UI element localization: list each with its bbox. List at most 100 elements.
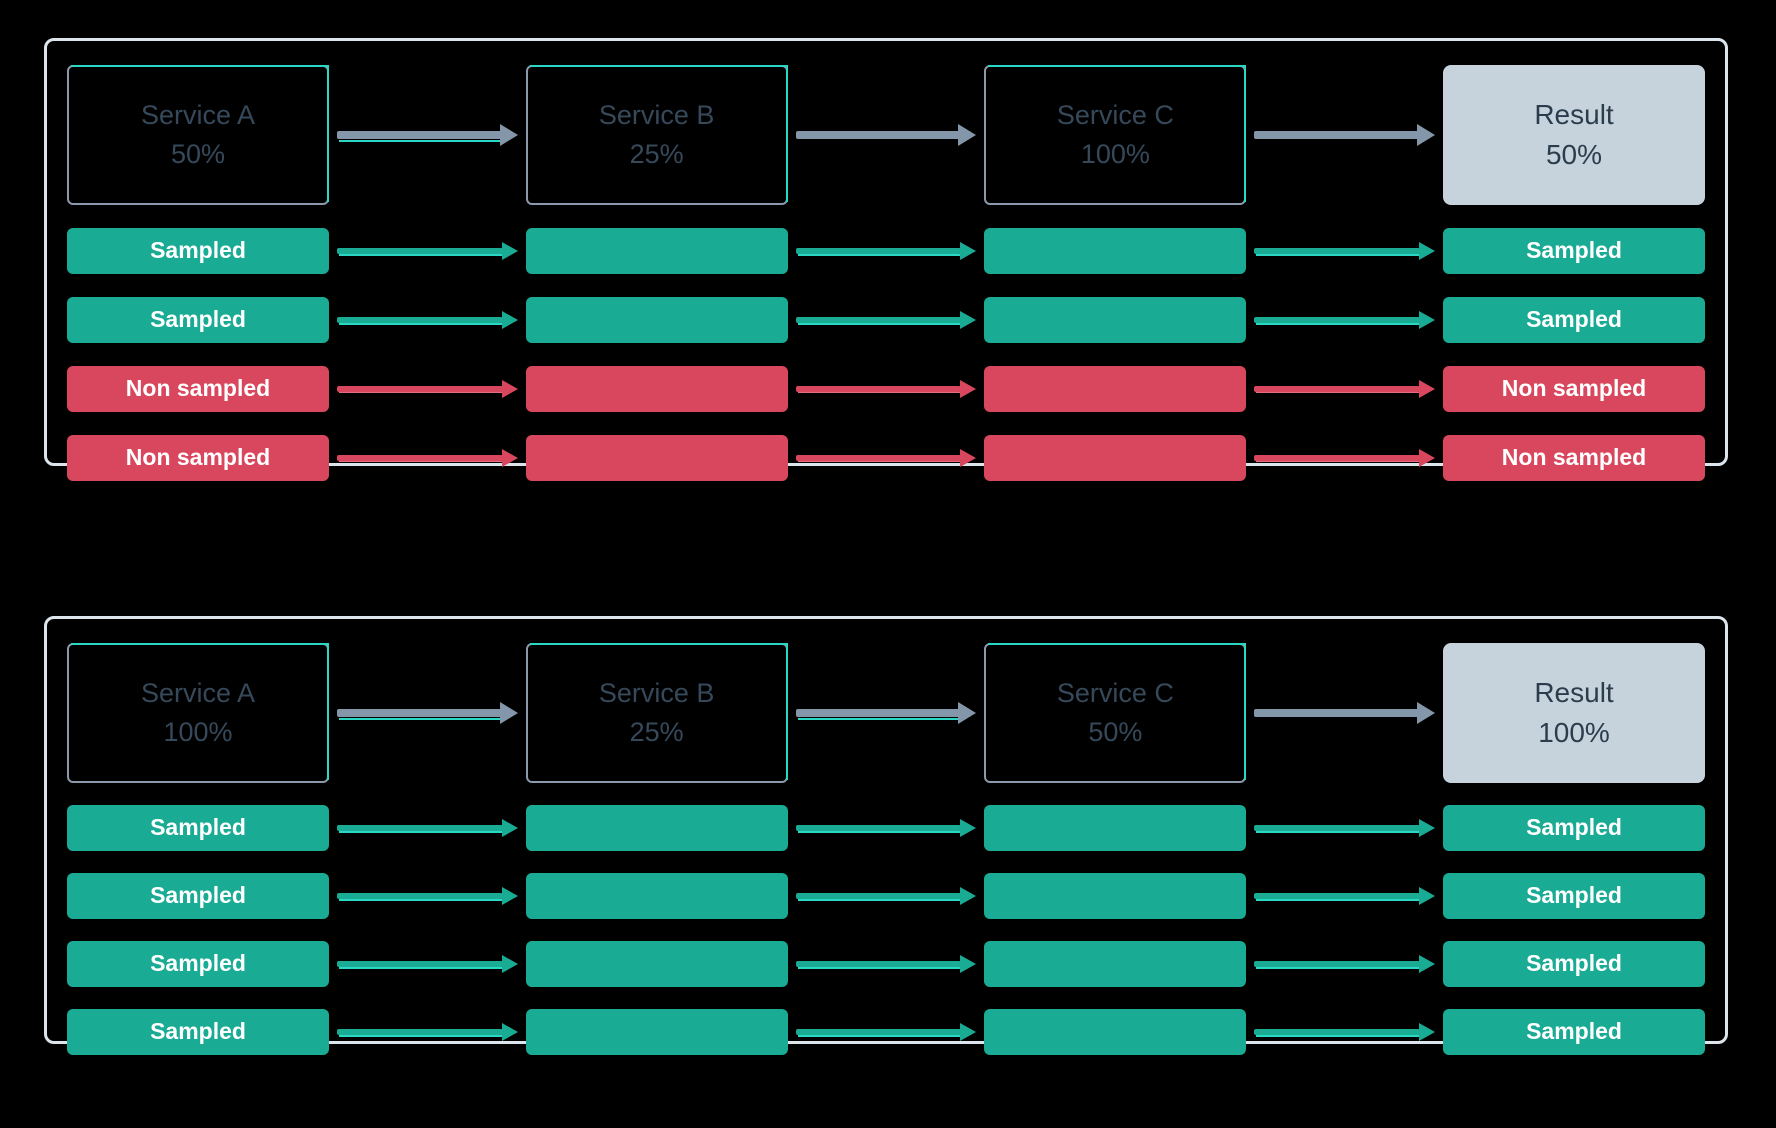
flow-cell-c (984, 872, 1247, 919)
status-bar[interactable]: Sampled (1443, 1008, 1706, 1055)
status-bar[interactable] (984, 296, 1247, 343)
result-sample-rate: 50% (1545, 138, 1603, 170)
flow-arrow (337, 379, 518, 398)
arrow-head-icon (1417, 701, 1436, 724)
service-box-a[interactable]: Service A 100% (67, 642, 329, 783)
flow-arrow (337, 448, 518, 467)
service-box-c[interactable]: Service C 50% (984, 642, 1247, 783)
status-bar[interactable] (525, 365, 788, 412)
service-name: Service C (1056, 100, 1174, 131)
arrow-shaft (337, 824, 503, 831)
service-cell-b: Service B 25% (525, 642, 788, 783)
status-bar[interactable]: Sampled (67, 227, 329, 274)
status-bar[interactable] (525, 804, 788, 851)
service-box-a[interactable]: Service A 50% (67, 64, 329, 205)
service-arrow-a-to-b (337, 701, 518, 724)
result-box[interactable]: Result 100% (1443, 642, 1706, 783)
status-bar[interactable] (525, 1008, 788, 1055)
service-box-b[interactable]: Service B 25% (525, 64, 788, 205)
arrow-accent-line (1256, 391, 1422, 393)
status-bar[interactable] (525, 872, 788, 919)
status-bar[interactable] (984, 872, 1247, 919)
status-bar[interactable]: Non sampled (1443, 365, 1706, 412)
flow-cell-b (525, 940, 788, 987)
flow-cell-b (525, 365, 788, 412)
flow-cell-c (984, 804, 1247, 851)
flow-cell-result: Sampled (1443, 872, 1706, 919)
arrow-accent-line (1256, 898, 1422, 901)
flow-cell-b (525, 434, 788, 481)
status-bar[interactable] (984, 365, 1247, 412)
status-bar[interactable]: Sampled (1443, 296, 1706, 343)
flow-arrow (795, 1022, 977, 1041)
arrow-head-icon (960, 448, 977, 467)
arrow-accent-line (797, 253, 963, 256)
arrow-head-icon (501, 379, 518, 398)
status-bar[interactable]: Sampled (67, 804, 329, 851)
flow-arrow-gap (329, 295, 526, 344)
panel-head-based-partial: Service A 50% Service B 25% (44, 38, 1728, 481)
arrow-gap-a-b (329, 641, 526, 784)
status-bar[interactable] (525, 434, 788, 481)
flow-cell-b (525, 804, 788, 851)
status-bar[interactable] (525, 227, 788, 274)
service-box-c[interactable]: Service C 100% (984, 64, 1247, 205)
status-bar[interactable]: Sampled (1443, 804, 1706, 851)
status-bar[interactable] (984, 940, 1247, 987)
status-bar[interactable]: Sampled (67, 940, 329, 987)
status-bar[interactable] (984, 1008, 1247, 1055)
flow-row: Sampled (67, 295, 1706, 344)
arrow-head-icon (960, 310, 977, 329)
arrow-shaft (337, 130, 503, 139)
arrow-shaft (1254, 454, 1421, 461)
service-box-b[interactable]: Service B 25% (525, 642, 788, 783)
arrow-head-icon (958, 123, 977, 146)
service-sample-rate: 25% (629, 138, 684, 169)
service-name: Service A (140, 678, 256, 709)
status-bar[interactable] (525, 296, 788, 343)
status-bar[interactable]: Sampled (1443, 940, 1706, 987)
flow-arrow-gap (329, 1007, 526, 1056)
service-arrow-c-to-result (1254, 123, 1436, 146)
arrow-accent-line (797, 830, 963, 833)
arrow-shaft (1254, 892, 1421, 899)
flow-cell-a: Sampled (67, 227, 329, 274)
arrow-shaft (795, 130, 962, 139)
status-bar[interactable] (525, 940, 788, 987)
status-bar[interactable] (984, 804, 1247, 851)
arrow-accent-line (339, 391, 504, 393)
status-bar[interactable]: Sampled (67, 296, 329, 343)
status-bar[interactable] (984, 227, 1247, 274)
flow-arrow-gap (329, 803, 526, 852)
flow-arrow (1254, 954, 1436, 973)
result-label: Result (1534, 98, 1614, 130)
arrow-shaft (337, 708, 503, 717)
arrow-shaft (795, 960, 962, 967)
flow-arrow (337, 886, 518, 905)
flow-cell-result: Non sampled (1443, 365, 1706, 412)
arrow-shaft (1254, 247, 1421, 254)
arrow-accent-line (1256, 322, 1422, 325)
flow-row: Non sampled (67, 433, 1706, 482)
flow-cell-b (525, 296, 788, 343)
status-bar[interactable]: Sampled (1443, 872, 1706, 919)
flow-row: Sampled (67, 226, 1706, 275)
status-bar[interactable]: Sampled (67, 872, 329, 919)
flow-arrow (1254, 448, 1436, 467)
arrow-accent-line (339, 460, 504, 462)
flow-arrow-gap (1246, 433, 1443, 482)
service-name: Service B (598, 678, 715, 709)
flow-cell-a: Sampled (67, 940, 329, 987)
status-bar[interactable]: Sampled (67, 1008, 329, 1055)
flow-cell-c (984, 365, 1247, 412)
flow-arrow-gap (788, 364, 985, 413)
status-bar[interactable]: Non sampled (1443, 434, 1706, 481)
arrow-shaft (1254, 708, 1421, 717)
arrow-gap-c-result (1246, 641, 1443, 784)
status-bar[interactable] (984, 434, 1247, 481)
result-box[interactable]: Result 50% (1443, 64, 1706, 205)
status-bar[interactable]: Non sampled (67, 434, 329, 481)
status-bar[interactable]: Sampled (1443, 227, 1706, 274)
status-bar[interactable]: Non sampled (67, 365, 329, 412)
arrow-head-icon (960, 818, 977, 837)
